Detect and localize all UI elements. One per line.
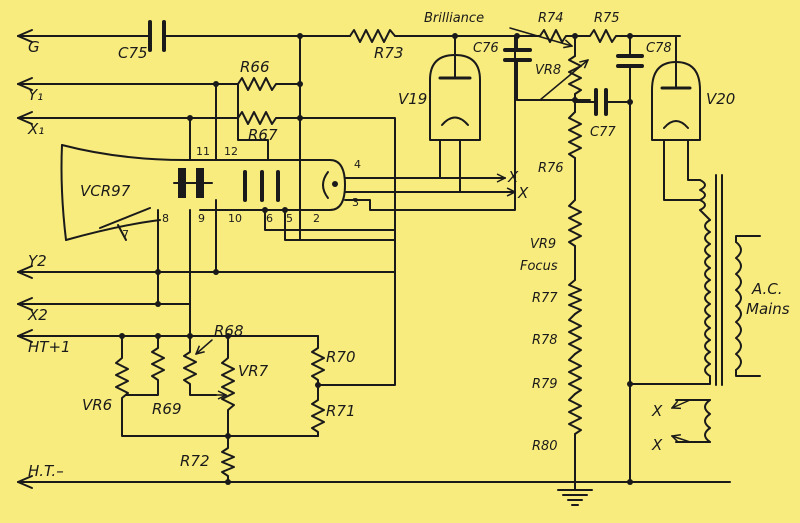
resistor-r74 — [504, 29, 576, 43]
ground-symbol — [557, 489, 593, 506]
c78-label: C78 — [646, 41, 672, 56]
terminal-x1-label: X₁ — [27, 120, 44, 138]
junction-dots — [119, 33, 633, 485]
pin-10: 10 — [228, 212, 242, 225]
pin-2: 2 — [313, 212, 320, 225]
pin-9: 9 — [198, 212, 205, 225]
resistor-r67 — [237, 111, 301, 125]
divider-chain — [568, 35, 582, 491]
r73-label: R73 — [374, 44, 404, 62]
r70-label: R70 — [326, 348, 356, 366]
capacitor-c77 — [574, 88, 631, 116]
terminal-y2-label: Y2 — [28, 252, 47, 270]
vr9-function-label: Focus — [520, 259, 558, 274]
vr6-label: VR6 — [82, 396, 112, 414]
valve-v20 — [651, 35, 701, 201]
x-out-lower-label: X — [517, 184, 529, 202]
pin-3: 3 — [352, 196, 359, 209]
mains-label-line2: Mains — [746, 300, 790, 318]
terminal-x2-label: X2 — [27, 306, 48, 324]
heater-x-outputs — [344, 35, 516, 211]
terminal-ht-minus-label: H.T.– — [28, 462, 64, 480]
mains-label-line1: A.C. — [751, 280, 783, 298]
r80-label: R80 — [532, 439, 558, 454]
vr7-label: VR7 — [238, 362, 269, 380]
terminal-g-label: G — [28, 38, 40, 56]
crt-label: VCR97 — [80, 182, 131, 200]
r74-label: R74 — [538, 11, 564, 26]
v19-label: V19 — [398, 90, 427, 108]
r72-label: R72 — [180, 452, 210, 470]
vr8-wiper-arrow — [539, 60, 588, 101]
mains-transformer — [629, 174, 761, 443]
pin-numbers: 11 12 8 9 10 6 5 2 3 4 7 — [122, 145, 361, 241]
c75-label: C75 — [118, 44, 148, 62]
r68-label: R68 — [214, 322, 244, 340]
resistor-r66 — [237, 77, 301, 91]
deflection-wiring — [157, 35, 396, 386]
pin-12: 12 — [224, 145, 238, 158]
x-ac-upper-label: X — [651, 402, 663, 420]
pin-4: 4 — [354, 158, 361, 171]
x-ac-lower-label: X — [651, 436, 663, 454]
brilliance-label: Brilliance — [424, 11, 484, 26]
r66-label: R66 — [240, 58, 270, 76]
x-out-upper-label: X — [507, 168, 519, 186]
pin-7: 7 — [122, 228, 129, 241]
vr9-label: VR9 — [530, 237, 556, 252]
vr8-label: VR8 — [535, 63, 561, 78]
r67-label: R67 — [248, 126, 278, 144]
r76-label: R76 — [538, 161, 564, 176]
r68-arrow — [196, 339, 213, 354]
r71-label: R71 — [326, 402, 356, 420]
crt-vcr97 — [60, 144, 346, 241]
pin-11: 11 — [196, 145, 210, 158]
valve-v19 — [429, 35, 481, 141]
terminal-lines — [17, 29, 731, 489]
terminal-ht-plus-label: HT+1 — [28, 338, 71, 356]
v20-label: V20 — [706, 90, 735, 108]
r78-label: R78 — [532, 333, 558, 348]
capacitor-c78 — [616, 35, 644, 483]
r69-label: R69 — [152, 400, 182, 418]
resistor-r75 — [574, 29, 681, 43]
pin-8: 8 — [162, 212, 169, 225]
bias-network — [115, 335, 325, 483]
terminal-y1-label: Y₁ — [28, 86, 43, 104]
c76-label: C76 — [473, 41, 499, 56]
resistor-r73 — [349, 29, 396, 43]
r75-label: R75 — [594, 11, 620, 26]
c77-label: C77 — [590, 125, 616, 140]
capacitor-c75 — [144, 20, 173, 52]
pin-5: 5 — [286, 212, 293, 225]
r77-label: R77 — [532, 291, 558, 306]
r79-label: R79 — [532, 377, 558, 392]
pin-6: 6 — [266, 212, 273, 225]
